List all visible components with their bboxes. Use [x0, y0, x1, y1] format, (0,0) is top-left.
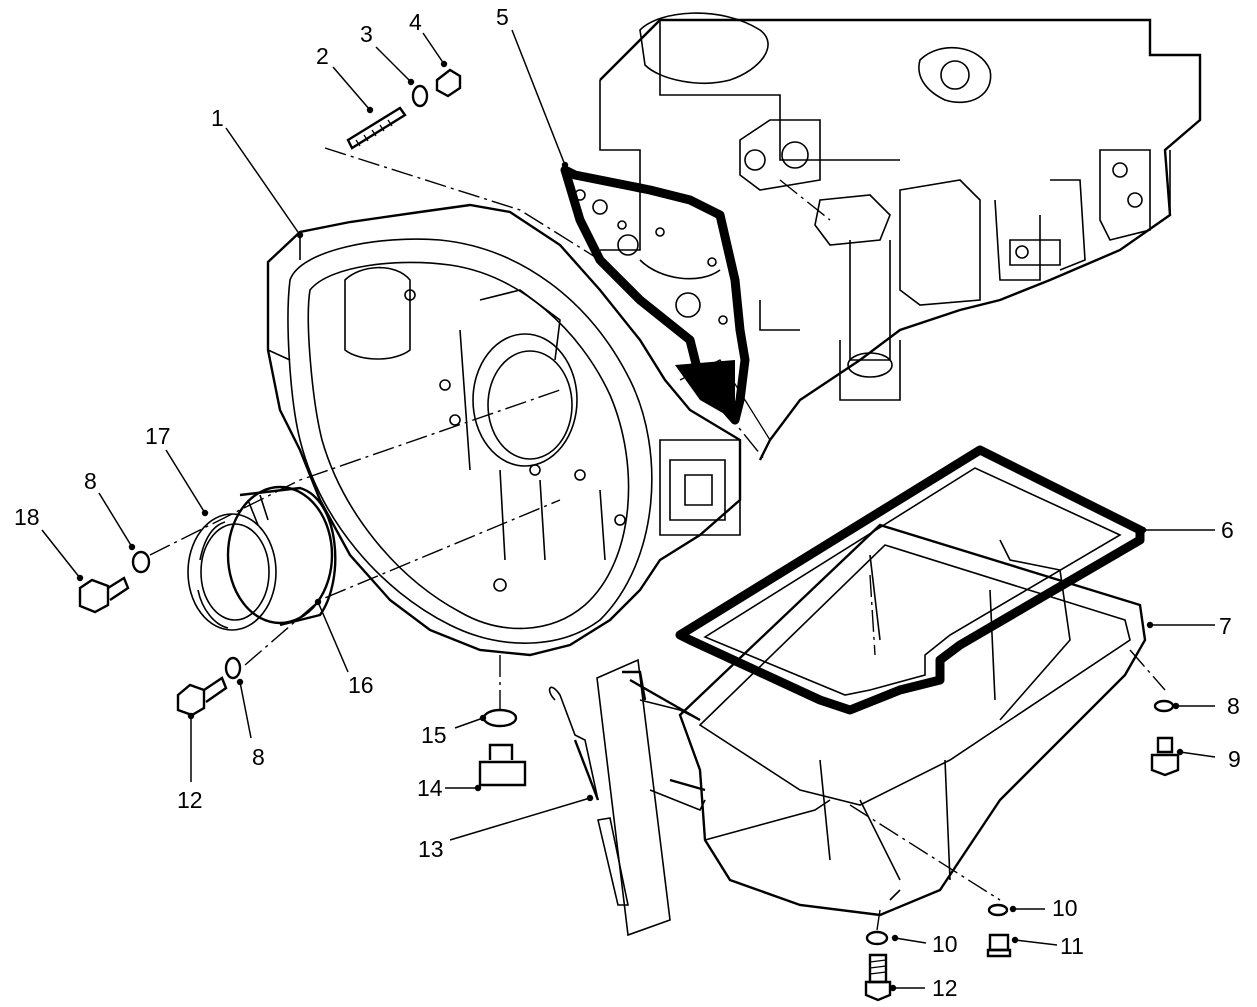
callout-5: 5	[496, 4, 509, 30]
callout-11: 11	[1060, 933, 1084, 959]
callout-17: 17	[145, 423, 171, 449]
callout-9: 9	[1228, 746, 1241, 772]
callout-16: 16	[348, 672, 374, 698]
lock-washer	[411, 84, 429, 108]
plug-11	[986, 933, 1012, 958]
oil-pan	[678, 523, 1147, 917]
callout-6: 6	[1221, 517, 1234, 543]
callout-10-center: 10	[932, 931, 958, 957]
callout-12-bottom: 12	[932, 975, 958, 1001]
rear-plate-gasket	[560, 165, 750, 425]
callout-13: 13	[418, 836, 444, 862]
callout-8-left-upper: 8	[84, 468, 97, 494]
washer-10-center	[865, 930, 889, 946]
callout-12-left: 12	[177, 787, 203, 813]
callout-7: 7	[1219, 613, 1232, 639]
bolt-18	[78, 576, 130, 614]
nut	[435, 68, 462, 98]
bolt-12-left	[176, 676, 228, 717]
callout-numbers: 1 2 3 4 5 6 7 8 8 8 9 10 10 11 12 12 13 …	[14, 4, 1241, 1001]
callout-15: 15	[421, 722, 447, 748]
callout-3: 3	[360, 21, 373, 47]
callout-4: 4	[409, 9, 422, 35]
washer-15	[482, 708, 518, 728]
assembly-center-lines	[149, 147, 1166, 931]
callout-18: 18	[14, 504, 40, 530]
washer-right	[1153, 699, 1175, 713]
callout-14: 14	[417, 775, 443, 801]
washer-10-right	[987, 903, 1009, 917]
oil-pan-gasket	[675, 445, 1145, 715]
bolt-9	[1150, 736, 1180, 777]
bolt-12-bottom	[864, 953, 892, 1002]
rear-oil-seal	[187, 485, 337, 631]
stud	[346, 106, 407, 150]
callout-8-left-lower: 8	[252, 744, 265, 770]
callout-8-right: 8	[1227, 693, 1240, 719]
callout-10-right: 10	[1052, 895, 1078, 921]
washer-left-upper	[131, 550, 151, 574]
engine-block	[599, 12, 1202, 461]
leader-lines	[41, 29, 1216, 992]
plug-14	[478, 743, 527, 787]
callout-2: 2	[316, 43, 329, 69]
washer-left-lower	[224, 656, 242, 680]
dipstick-and-tube	[548, 658, 706, 937]
callout-1: 1	[211, 105, 224, 131]
flywheel-housing	[266, 203, 742, 657]
